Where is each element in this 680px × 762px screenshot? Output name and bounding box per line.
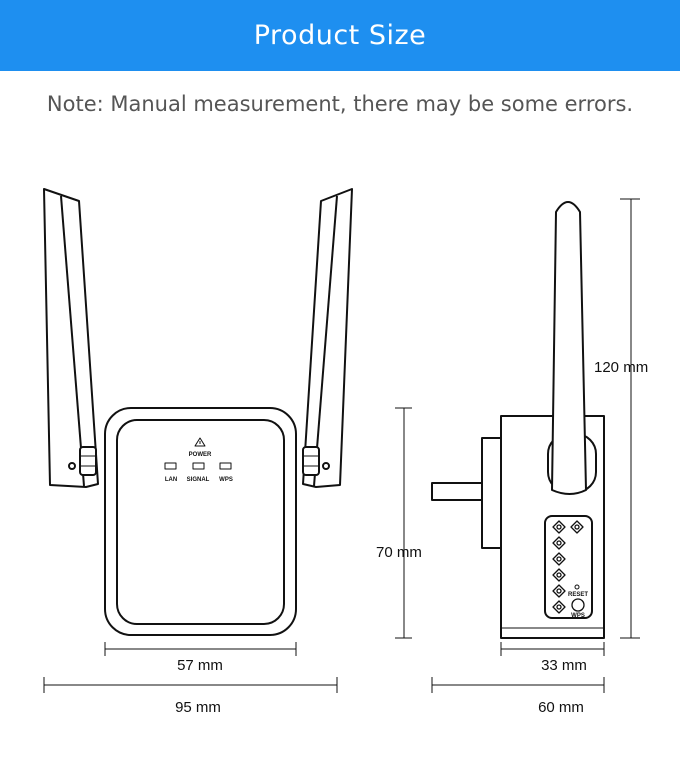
label-95mm: 95 mm: [175, 699, 221, 716]
label-120mm: 120 mm: [594, 359, 648, 376]
left-antenna: [43, 188, 99, 488]
dimension-side-body-height: [395, 407, 412, 639]
reset-pinhole: [574, 584, 580, 590]
dimension-front-body-width: [104, 642, 297, 656]
wps-button: [571, 598, 585, 612]
lan-led: [164, 462, 177, 470]
right-antenna: [302, 188, 353, 488]
side-view: [395, 198, 640, 693]
header-bar: Product Size: [0, 0, 680, 71]
dimension-front-total-width: [43, 677, 338, 693]
power-label: POWER: [189, 452, 212, 458]
signal-label: SIGNAL: [187, 477, 210, 483]
front-view: [43, 188, 353, 693]
label-70mm: 70 mm: [376, 544, 422, 561]
lan-label: LAN: [165, 477, 177, 483]
page-title: Product Size: [253, 20, 427, 51]
wps-led: [219, 462, 232, 470]
label-33mm: 33 mm: [541, 657, 587, 674]
front-panel: [116, 419, 285, 625]
dimension-side-body-depth: [500, 642, 605, 656]
side-antenna: [551, 201, 587, 495]
port-panel: [544, 515, 593, 619]
dimension-side-total-depth: [431, 677, 605, 693]
signal-led: [192, 462, 205, 470]
measurement-note: Note: Manual measurement, there may be s…: [46, 92, 634, 116]
label-60mm: 60 mm: [538, 699, 584, 716]
plug-prong: [431, 482, 484, 501]
power-icon: [194, 437, 206, 447]
front-body: [104, 407, 297, 636]
wps-label: WPS: [219, 477, 233, 483]
dimension-side-total-height: [620, 198, 640, 639]
reset-label: RESET: [568, 592, 588, 598]
port-connectors: [552, 520, 584, 614]
plug-base: [481, 437, 503, 549]
label-57mm: 57 mm: [177, 657, 223, 674]
side-wps-label: WPS: [571, 613, 585, 619]
